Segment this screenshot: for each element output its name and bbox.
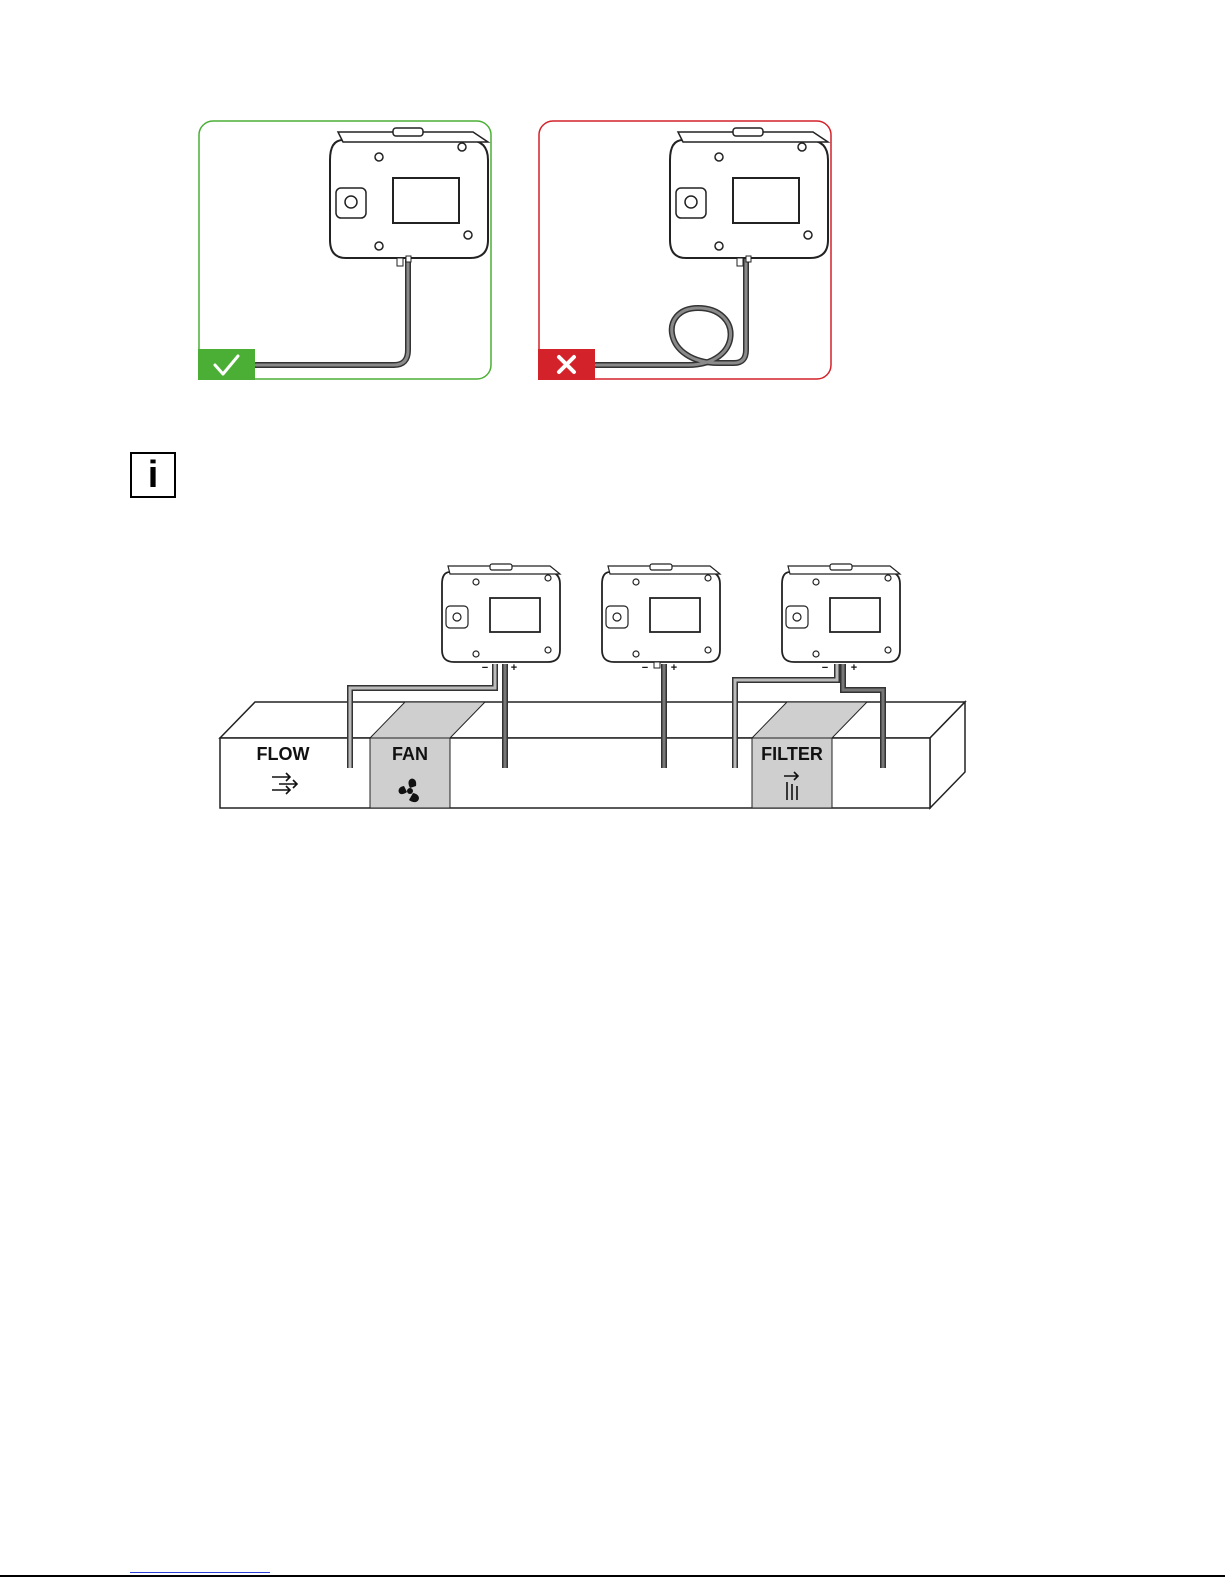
sensor-1-minus-port: − <box>482 662 488 674</box>
sensor-2-plus-port: + <box>671 662 677 674</box>
pressure-sensor <box>330 128 488 266</box>
duct-diagram-svg: FLOW FAN FILTER <box>215 560 975 815</box>
footer-link-underline <box>130 1572 270 1573</box>
sensor-2 <box>602 564 720 668</box>
pressure-sensor <box>670 128 828 266</box>
correct-installation-illustration <box>198 120 492 380</box>
correct-installation-panel <box>198 120 492 380</box>
sensor-3-minus-port: − <box>822 662 828 674</box>
flow-label: FLOW <box>257 744 310 764</box>
cross-badge <box>538 349 595 380</box>
footer-rule <box>0 1575 1225 1577</box>
air-duct <box>220 702 965 808</box>
info-glyph: i <box>148 456 159 494</box>
check-badge <box>198 349 255 380</box>
wrong-installation-panel <box>538 120 832 380</box>
sensor-1-plus-port: + <box>511 662 517 674</box>
sensor-1 <box>442 564 560 662</box>
sensor-3-plus-port: + <box>851 662 857 674</box>
fan-label: FAN <box>392 744 428 764</box>
sensor-2-minus-port: − <box>642 662 648 674</box>
info-icon: i <box>130 452 176 498</box>
wrong-installation-illustration <box>538 120 832 380</box>
duct-installation-diagram: FLOW FAN FILTER <box>215 560 975 815</box>
filter-label: FILTER <box>761 744 823 764</box>
sensor-3 <box>782 564 900 662</box>
